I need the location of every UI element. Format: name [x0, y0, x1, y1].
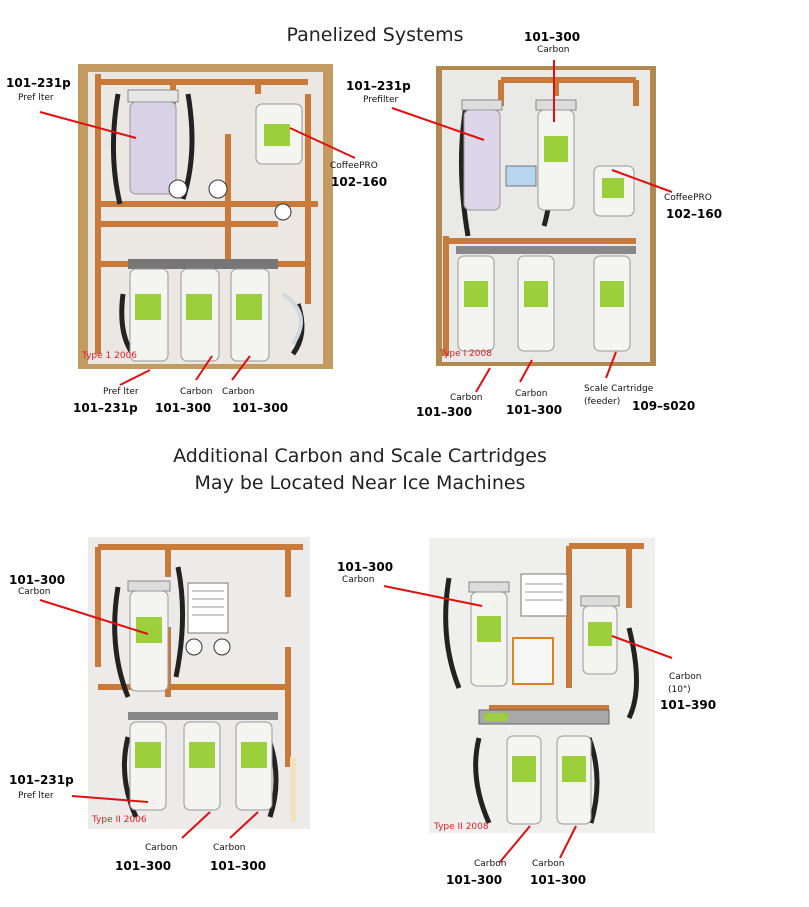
callout-p2-scale-desc2: (feeder)	[584, 397, 621, 407]
callout-p2-carbon2-pn: 101–300	[506, 403, 563, 417]
callout-p2-carbon2-desc: Carbon	[515, 389, 548, 399]
callout-p3-carbon-desc: Carbon	[18, 587, 51, 597]
callout-p1-carbon1-pn: 101–300	[155, 401, 212, 415]
callout-p3-carbon-pn: 101–300	[9, 573, 66, 587]
callout-p2-carbon-top-desc: Carbon	[537, 45, 570, 55]
callout-p1-bottom-prefilter-desc: Pref lter	[103, 387, 139, 397]
callout-p2-coffeepro-desc: CoffeePRO	[664, 193, 712, 203]
callout-p4-carbon10-desc: Carbon	[669, 672, 702, 682]
leader-p2-carbon-1	[475, 367, 491, 393]
type-tag-panel1: Type 1 2006	[82, 351, 138, 361]
heading-additional-cartridges: Additional Carbon and Scale Cartridges	[173, 445, 547, 467]
type-tag-panel4: Type II 2008	[434, 822, 489, 832]
callout-p1-bottom-prefilter-pn: 101–231p	[73, 401, 138, 415]
panel-photo-type2-2008	[429, 538, 655, 833]
type-tag-panel3: Type II 2006	[92, 815, 147, 825]
callout-p3-carbon1-desc: Carbon	[145, 843, 178, 853]
panel-photo-type1-2008	[436, 66, 656, 366]
callout-p4-carbon1-pn: 101–300	[446, 873, 503, 887]
callout-p4-carbon2-pn: 101–300	[530, 873, 587, 887]
callout-p1-prefilter-desc: Pref lter	[18, 93, 54, 103]
leader-p1-bottom-prefilter	[119, 369, 151, 386]
heading-panelized-systems: Panelized Systems	[286, 24, 464, 46]
callout-p4-carbon10-desc2: (10")	[668, 685, 691, 695]
callout-p3-carbon2-desc: Carbon	[213, 843, 246, 853]
callout-p1-prefilter-pn: 101–231p	[6, 76, 71, 90]
callout-p3-prefilter-pn: 101–231p	[9, 773, 74, 787]
callout-p4-carbon1-desc: Carbon	[474, 859, 507, 869]
callout-p1-carbon2-desc: Carbon	[222, 387, 255, 397]
callout-p1-carbon1-desc: Carbon	[180, 387, 213, 397]
callout-p2-scale-desc: Scale Cartridge	[584, 384, 654, 394]
callout-p2-prefilter-pn: 101–231p	[346, 79, 411, 93]
type-tag-panel2: Type I 2008	[440, 349, 492, 359]
callout-p2-carbon-top-pn: 101–300	[524, 30, 581, 44]
panel-photo-type2-2006	[88, 537, 310, 829]
callout-p1-coffeepro-desc: CoffeePRO	[330, 161, 378, 171]
callout-p3-prefilter-desc: Pref lter	[18, 791, 54, 801]
callout-p3-carbon1-pn: 101–300	[115, 859, 172, 873]
panel-photo-type1-2006	[78, 64, 333, 369]
callout-p2-scale-pn: 109–s020	[632, 399, 696, 413]
callout-p1-coffeepro-pn: 102–160	[331, 175, 388, 189]
callout-p3-carbon2-pn: 101–300	[210, 859, 267, 873]
callout-p2-carbon1-desc: Carbon	[450, 393, 483, 403]
callout-p1-carbon2-pn: 101–300	[232, 401, 289, 415]
heading-near-ice-machines: May be Located Near Ice Machines	[194, 472, 526, 494]
callout-p4-carbon-pn: 101–300	[337, 560, 394, 574]
callout-p2-coffeepro-pn: 102–160	[666, 207, 723, 221]
callout-p4-carbon-desc: Carbon	[342, 575, 375, 585]
callout-p2-carbon1-pn: 101–300	[416, 405, 473, 419]
callout-p2-prefilter-desc: Prefilter	[363, 95, 399, 105]
callout-p4-carbon10-pn: 101–390	[660, 698, 717, 712]
callout-p4-carbon2-desc: Carbon	[532, 859, 565, 869]
